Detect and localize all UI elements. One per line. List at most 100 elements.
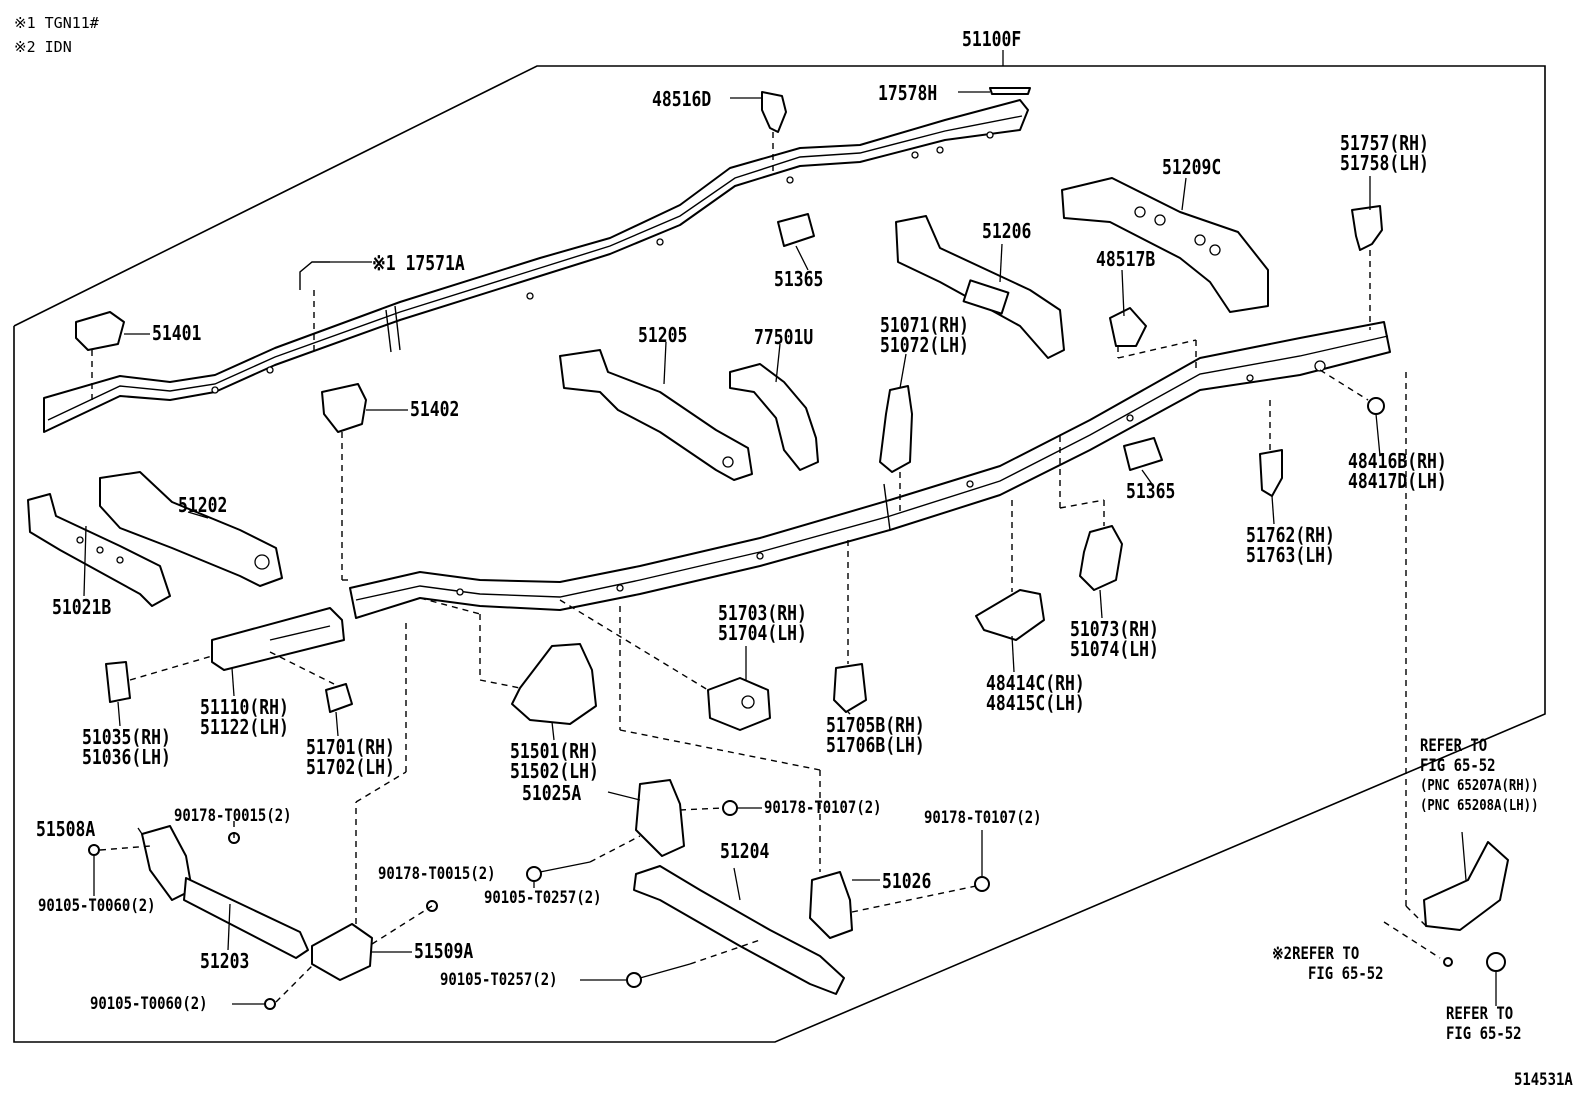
ref2-line1: ※2REFER TO (1272, 944, 1360, 964)
label-51757: 51757(RH) (1340, 131, 1429, 155)
part-51021B-shape (27, 493, 171, 607)
label-51071: 51071(RH) (880, 313, 969, 337)
part-17578H-shape (989, 87, 1031, 95)
label-51701: 51701(RH) (306, 735, 395, 759)
label-51705B: 51705B(RH) (826, 713, 925, 737)
label-17571A: ※1 17571A (372, 251, 465, 275)
label-51100F: 51100F (962, 27, 1022, 51)
ref1-line1: REFER TO (1420, 736, 1488, 756)
label-leaders (83, 91, 1497, 1006)
label-51509A: 51509A (414, 939, 474, 963)
label-51036: 51036(LH) (82, 745, 171, 769)
ref2-line2: FIG 65-52 (1308, 964, 1384, 984)
part-51401-shape (75, 311, 125, 400)
label-51122: 51122(LH) (200, 715, 289, 739)
label-90105-T0060-upper: 90105-T0060(2) (38, 896, 156, 916)
part-48516D-shape (761, 91, 787, 172)
ref1-line2: FIG 65-52 (1420, 756, 1496, 776)
label-51203: 51203 (200, 949, 250, 973)
label-17578H: 17578H (878, 81, 938, 105)
part-51073-shape (1059, 436, 1123, 591)
part-51205-shape (559, 349, 753, 481)
ref3-line2: FIG 65-52 (1446, 1024, 1522, 1044)
label-51073: 51073(RH) (1070, 617, 1159, 641)
label-51021B: 51021B (52, 595, 112, 619)
part-51110-shape (211, 607, 345, 671)
label-51035: 51035(RH) (82, 725, 171, 749)
part-51026-shape (809, 770, 853, 939)
label-90178-T0015-center: 90178-T0015(2) (378, 864, 496, 884)
right-side-rail (349, 321, 1391, 619)
label-51026: 51026 (882, 869, 932, 893)
label-51206: 51206 (982, 219, 1032, 243)
label-51365-lower: 51365 (1126, 479, 1176, 503)
part-51509A-shape (311, 620, 407, 981)
label-90178-T0015-left: 90178-T0015(2) (174, 806, 292, 826)
figure-id: 514531A (1514, 1070, 1573, 1090)
label-51762: 51762(RH) (1246, 523, 1335, 547)
part-51757-shape (1351, 205, 1383, 330)
label-51365-upper: 51365 (774, 267, 824, 291)
part-51703-shape (559, 599, 771, 731)
label-90105-T0257-upper: 90105-T0257(2) (484, 888, 602, 908)
part-51202-shape (99, 471, 283, 587)
part-17571A-shape (299, 261, 330, 352)
part-51365b-shape (1123, 437, 1163, 471)
refer-part-shape (1405, 372, 1509, 931)
part-51071-shape (879, 385, 913, 512)
label-48517B: 48517B (1096, 247, 1156, 271)
part-51402-shape (321, 383, 367, 581)
part-48517B-shape (1109, 307, 1197, 370)
part-48416B-shape (1319, 369, 1385, 415)
part-51204-shape (633, 865, 845, 995)
part-51035-shape (105, 655, 213, 703)
label-51205: 51205 (638, 323, 688, 347)
left-side-rail (43, 99, 1029, 433)
label-51763: 51763(LH) (1246, 543, 1335, 567)
label-51706B: 51706B(LH) (826, 733, 925, 757)
label-51402: 51402 (410, 397, 460, 421)
fastener-set (88, 800, 1506, 1010)
label-51110: 51110(RH) (200, 695, 289, 719)
label-51074: 51074(LH) (1070, 637, 1159, 661)
part-51209C-shape (1061, 177, 1269, 313)
part-51501-shape (419, 597, 597, 725)
label-90178-T0107-upper: 90178-T0107(2) (764, 798, 882, 818)
label-90105-T0060-lower: 90105-T0060(2) (90, 994, 208, 1014)
label-51501: 51501(RH) (510, 739, 599, 763)
label-51508A: 51508A (36, 817, 96, 841)
label-51209C: 51209C (1162, 155, 1222, 179)
label-51703: 51703(RH) (718, 601, 807, 625)
part-51206-shape (895, 215, 1065, 359)
note-2: ※2 IDN (14, 38, 72, 56)
label-51502: 51502(LH) (510, 759, 599, 783)
label-51202: 51202 (178, 493, 228, 517)
label-48416B: 48416B(RH) (1348, 449, 1447, 473)
label-51025A: 51025A (522, 781, 582, 805)
label-48415C: 48415C(LH) (986, 691, 1085, 715)
label-48516D: 48516D (652, 87, 712, 111)
label-51072: 51072(LH) (880, 333, 969, 357)
part-51762-shape (1259, 398, 1283, 497)
label-48414C: 48414C(RH) (986, 671, 1085, 695)
part-51203-shape (183, 877, 309, 959)
label-51702: 51702(LH) (306, 755, 395, 779)
part-51705B-shape (833, 540, 867, 713)
label-51204: 51204 (720, 839, 770, 863)
label-51704: 51704(LH) (718, 621, 807, 645)
label-90105-T0257-lower: 90105-T0257(2) (440, 970, 558, 990)
part-51365a-shape (777, 213, 815, 247)
label-90178-T0107-right: 90178-T0107(2) (924, 808, 1042, 828)
diagram-border (13, 65, 1546, 1043)
label-51758: 51758(LH) (1340, 151, 1429, 175)
label-51401: 51401 (152, 321, 202, 345)
note-1: ※1 TGN11# (14, 14, 99, 32)
part-51701-shape (269, 651, 353, 713)
ref1-line4: (PNC 65208A(LH)) (1420, 796, 1539, 814)
label-48417D: 48417D(LH) (1348, 469, 1447, 493)
part-48414C-shape (975, 500, 1045, 641)
ref3-line1: REFER TO (1446, 1004, 1514, 1024)
part-51025A-shape (619, 606, 821, 857)
